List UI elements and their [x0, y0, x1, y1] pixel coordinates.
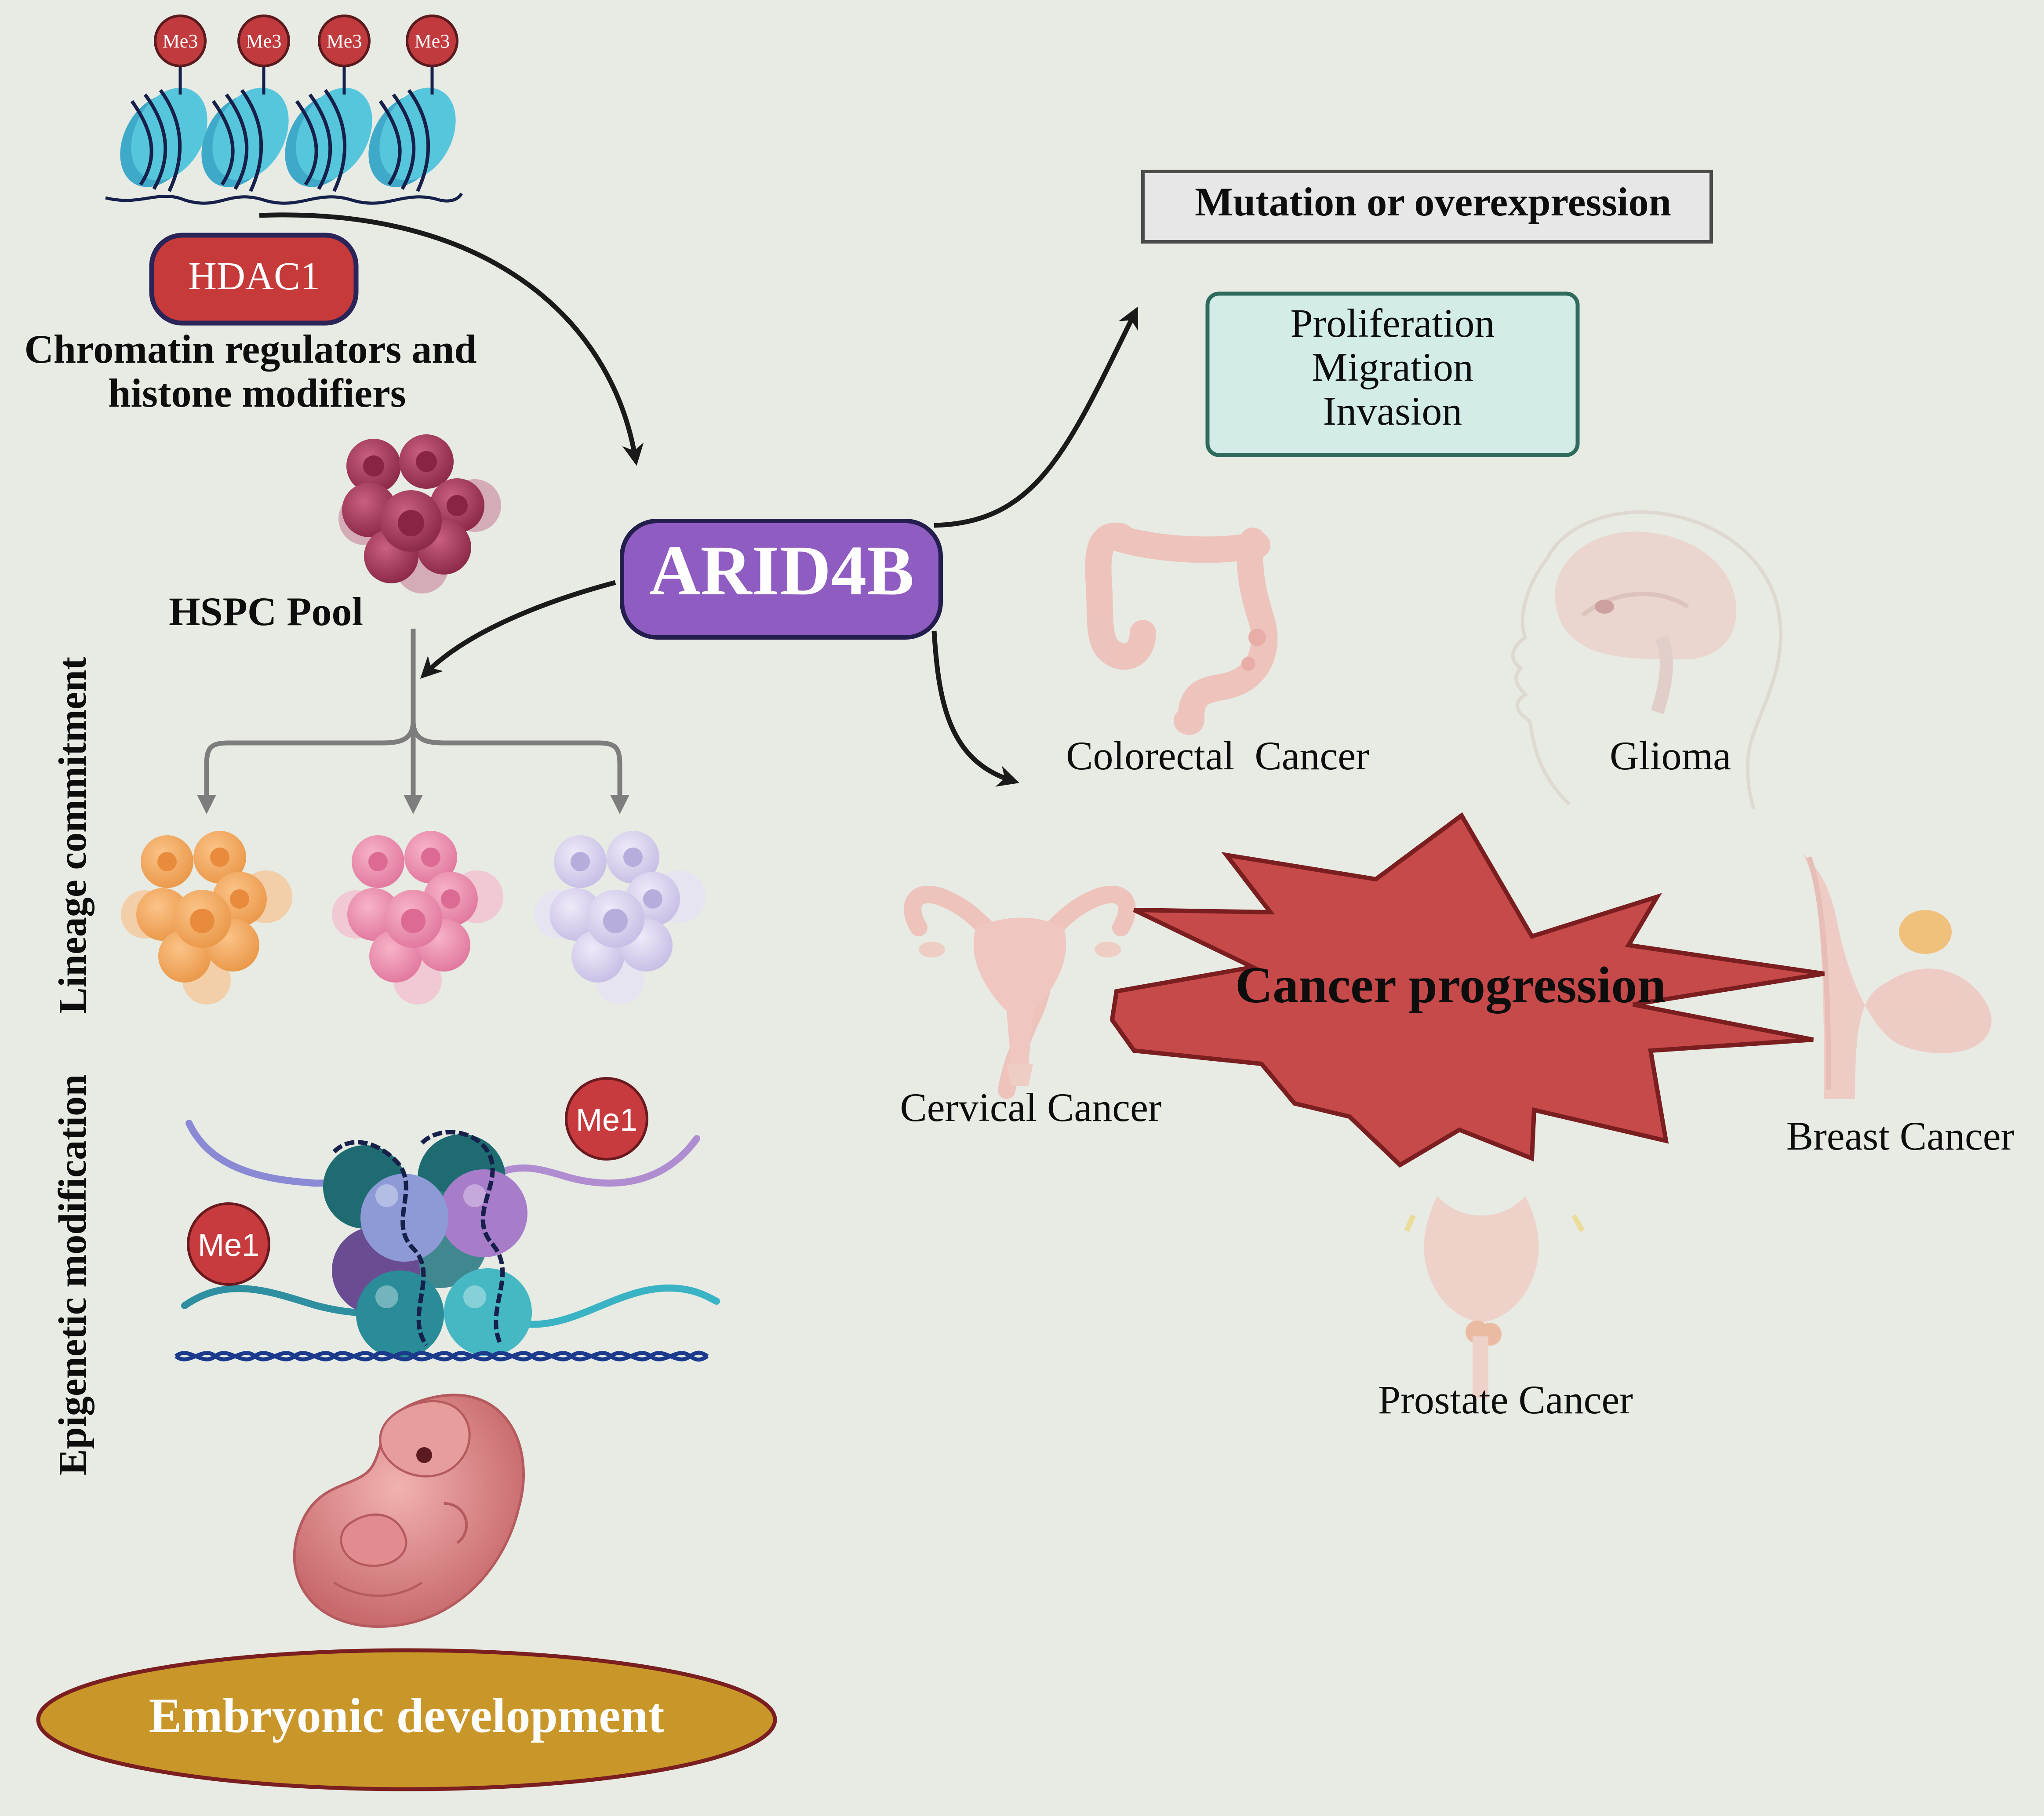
me3-label: Me3	[327, 30, 362, 52]
nucleosome-icon	[175, 1120, 720, 1362]
lavender-cell-cluster-icon	[534, 831, 706, 1004]
me3-marker: Me3	[318, 15, 371, 67]
lineage-tree	[197, 629, 629, 814]
embryonic-development-badge: Embryonic development	[36, 1648, 777, 1791]
arrow-arid4b-to-cancers	[931, 630, 1019, 787]
arrow-regulators-to-arid4b	[259, 212, 644, 466]
pink-cell-cluster-icon	[332, 831, 503, 1004]
effect-proliferation: Proliferation	[1291, 301, 1495, 346]
lineage-commitment-label: Lineage commitment	[51, 657, 95, 1014]
cancer-progression-burst: Cancer progression	[1109, 812, 1825, 1168]
me3-marker: Me3	[237, 15, 290, 67]
me3-marker: Me3	[406, 15, 458, 67]
head-brain-icon	[1511, 510, 1783, 810]
breast-icon	[1802, 853, 1992, 1099]
mutation-label: Mutation or overexpression	[1195, 179, 1671, 224]
effects-box: Proliferation Migration Invasion	[1205, 291, 1580, 457]
cervical-cancer-label: Cervical Cancer	[900, 1085, 1161, 1130]
me3-marker: Me3	[154, 15, 207, 67]
embryonic-development-label: Embryonic development	[149, 1689, 665, 1743]
arid4b-node: ARID4B	[620, 519, 943, 640]
hspc-cluster-icon	[338, 434, 501, 593]
me1-marker: Me1	[187, 1202, 270, 1286]
colon-icon	[1085, 522, 1278, 735]
glioma-label: Glioma	[1610, 733, 1731, 778]
arrow-arid4b-to-lineage	[420, 580, 616, 679]
mutation-box: Mutation or overexpression	[1141, 170, 1713, 244]
epigenetic-modification-label: Epigenetic modification	[51, 1074, 95, 1475]
colorectal-cancer-label: Colorectal Cancer	[1066, 733, 1369, 778]
me3-label: Me3	[415, 30, 450, 52]
breast-cancer-label: Breast Cancer	[1786, 1114, 2015, 1158]
arid4b-label: ARID4B	[649, 531, 914, 610]
prostate-icon	[1404, 1196, 1585, 1398]
hdac1-badge: HDAC1	[149, 233, 359, 326]
me1-marker: Me1	[565, 1077, 648, 1161]
me1-label: Me1	[198, 1228, 259, 1263]
orange-cell-cluster-icon	[121, 831, 292, 1004]
me3-label: Me3	[163, 30, 198, 52]
me3-label: Me3	[246, 30, 282, 52]
hdac1-label: HDAC1	[188, 255, 320, 298]
histone-nucleosome-array-icon	[105, 66, 463, 205]
cancer-progression-label: Cancer progression	[1235, 956, 1666, 1014]
arrow-arid4b-to-mutation	[934, 306, 1138, 528]
effect-migration: Migration	[1312, 345, 1473, 389]
regulators-label-line1: Chromatin regulators and	[24, 327, 476, 371]
me1-label: Me1	[576, 1103, 637, 1138]
regulators-label-line2: histone modifiers	[108, 371, 406, 415]
uterus-icon	[904, 885, 1136, 1099]
hspc-pool-label: HSPC Pool	[169, 589, 363, 634]
effect-invasion: Invasion	[1323, 389, 1462, 433]
embryo-icon	[293, 1394, 525, 1628]
prostate-cancer-label: Prostate Cancer	[1378, 1377, 1633, 1422]
